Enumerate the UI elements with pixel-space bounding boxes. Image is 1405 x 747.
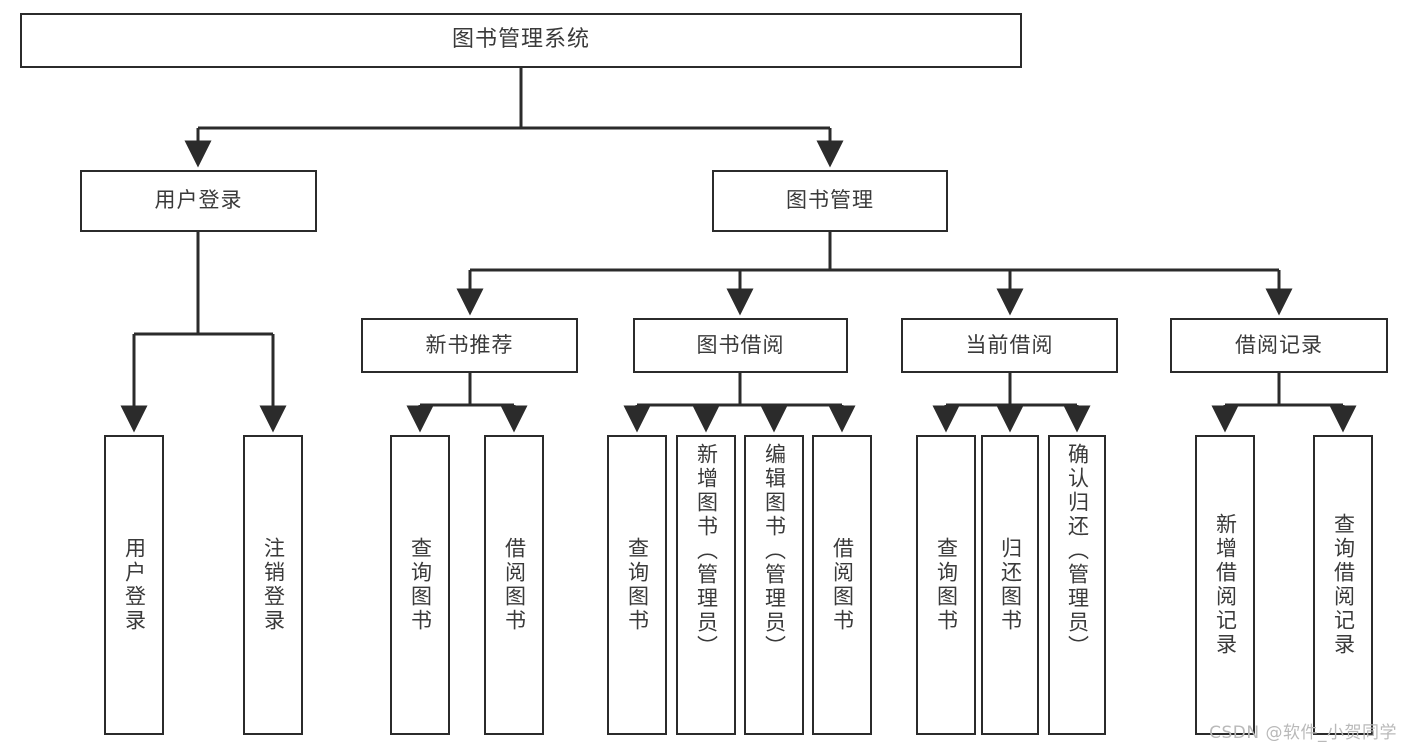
node-root-label: 图书管理系统	[451, 27, 590, 53]
leaf-add-book-admin[interactable]: 新增图书（管理员）	[676, 435, 736, 735]
node-user-login-label: 用户登录	[154, 188, 243, 213]
node-book-manage[interactable]: 图书管理	[712, 170, 948, 232]
leaf-borrow-query-book-label: 查询图书	[625, 537, 650, 633]
leaf-logout-label: 注销登录	[261, 537, 286, 633]
leaf-current-query-book[interactable]: 查询图书	[916, 435, 976, 735]
leaf-return-book-label: 归还图书	[998, 537, 1023, 633]
node-book-manage-label: 图书管理	[786, 188, 874, 213]
leaf-query-borrow-record-label: 查询借阅记录	[1331, 513, 1356, 657]
node-root[interactable]: 图书管理系统	[20, 13, 1022, 68]
node-new-book-recommend[interactable]: 新书推荐	[361, 318, 578, 373]
node-new-book-recommend-label: 新书推荐	[425, 332, 514, 357]
leaf-recommend-query-book-label: 查询图书	[408, 537, 433, 633]
csdn-watermark: CSDN @软件_小贺同学	[1209, 723, 1397, 743]
leaf-add-borrow-record-label: 新增借阅记录	[1213, 513, 1238, 657]
leaf-add-book-admin-label: 新增图书（管理员）	[694, 443, 719, 659]
leaf-user-login[interactable]: 用户登录	[104, 435, 164, 735]
node-user-login[interactable]: 用户登录	[80, 170, 317, 232]
leaf-edit-book-admin[interactable]: 编辑图书（管理员）	[744, 435, 804, 735]
node-book-borrow[interactable]: 图书借阅	[633, 318, 848, 373]
node-book-borrow-label: 图书借阅	[696, 332, 785, 357]
node-current-borrow-label: 当前借阅	[965, 332, 1054, 357]
leaf-recommend-query-book[interactable]: 查询图书	[390, 435, 450, 735]
leaf-recommend-borrow-book[interactable]: 借阅图书	[484, 435, 544, 735]
leaf-logout[interactable]: 注销登录	[243, 435, 303, 735]
node-current-borrow[interactable]: 当前借阅	[901, 318, 1118, 373]
leaf-borrow-book[interactable]: 借阅图书	[812, 435, 872, 735]
leaf-recommend-borrow-book-label: 借阅图书	[502, 537, 527, 633]
leaf-confirm-return-admin[interactable]: 确认归还（管理员）	[1048, 435, 1106, 735]
leaf-confirm-return-admin-label: 确认归还（管理员）	[1065, 443, 1090, 659]
leaf-borrow-book-label: 借阅图书	[830, 537, 855, 633]
node-borrow-record-label: 借阅记录	[1235, 332, 1323, 357]
leaf-current-query-book-label: 查询图书	[934, 537, 959, 633]
leaf-borrow-query-book[interactable]: 查询图书	[607, 435, 667, 735]
leaf-return-book[interactable]: 归还图书	[981, 435, 1039, 735]
node-borrow-record[interactable]: 借阅记录	[1170, 318, 1388, 373]
leaf-user-login-label: 用户登录	[122, 537, 147, 633]
leaf-query-borrow-record[interactable]: 查询借阅记录	[1313, 435, 1373, 735]
leaf-edit-book-admin-label: 编辑图书（管理员）	[762, 443, 787, 659]
leaf-add-borrow-record[interactable]: 新增借阅记录	[1195, 435, 1255, 735]
